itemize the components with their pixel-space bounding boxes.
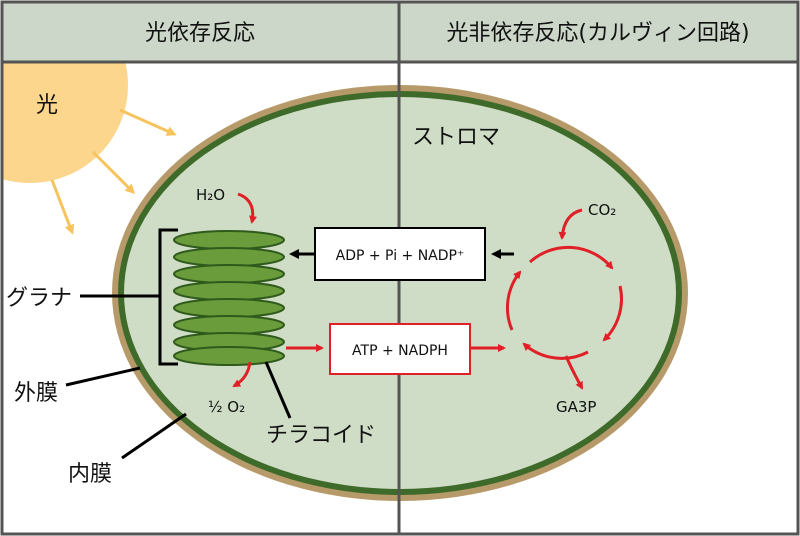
thylakoid-disc bbox=[173, 247, 285, 267]
co2-label: CO₂ bbox=[588, 201, 616, 219]
thylakoid-disc bbox=[173, 264, 285, 284]
sun-ray-2 bbox=[91, 150, 136, 195]
thylakoid-disc bbox=[173, 230, 285, 250]
adp-box bbox=[314, 227, 486, 281]
header-right-title: 光非依存反応(カルヴィン回路) bbox=[446, 21, 749, 46]
ga3p-arrow bbox=[564, 355, 584, 390]
adp-label: ADP + Pi + NADP⁺ bbox=[336, 248, 465, 264]
thylakoid-disc bbox=[173, 315, 285, 335]
ga3p-label: GA3P bbox=[556, 398, 596, 416]
water-arrow bbox=[237, 192, 258, 224]
outer-membrane-label: 外膜 bbox=[14, 381, 58, 406]
sun-ray-1 bbox=[119, 108, 177, 136]
thylakoid-disc bbox=[173, 281, 285, 301]
light-label: 光 bbox=[36, 93, 58, 118]
thylakoid-disc bbox=[173, 346, 285, 366]
cycle-arc-right bbox=[602, 285, 623, 342]
cycle-arc-left bbox=[505, 270, 522, 331]
thylakoid-stack bbox=[173, 230, 285, 366]
thylakoid-pointer-line bbox=[264, 361, 292, 419]
grana-label: グラナ bbox=[6, 286, 72, 311]
outer-membrane-pointer-line bbox=[65, 366, 141, 387]
thylakoid-disc bbox=[173, 298, 285, 318]
co2-arrow bbox=[558, 208, 583, 240]
cycle-arc-top bbox=[528, 245, 614, 270]
header-left-title: 光依存反応 bbox=[145, 21, 255, 46]
calvin-cycle bbox=[505, 245, 623, 360]
inner-membrane-pointer-line bbox=[121, 412, 187, 460]
sun-ray-3 bbox=[50, 179, 75, 235]
sun-shape bbox=[3, 62, 128, 183]
thylakoid-label: チラコイド bbox=[266, 423, 376, 448]
inner-membrane-label: 内膜 bbox=[68, 462, 112, 487]
water-label: H₂O bbox=[196, 186, 225, 204]
cycle-arc-bottom bbox=[522, 342, 589, 360]
stroma-label: ストロマ bbox=[412, 125, 500, 150]
oxygen-label: ½ O₂ bbox=[208, 398, 245, 416]
oxygen-arrow bbox=[232, 361, 252, 388]
atp-label: ATP + NADPH bbox=[352, 343, 448, 359]
